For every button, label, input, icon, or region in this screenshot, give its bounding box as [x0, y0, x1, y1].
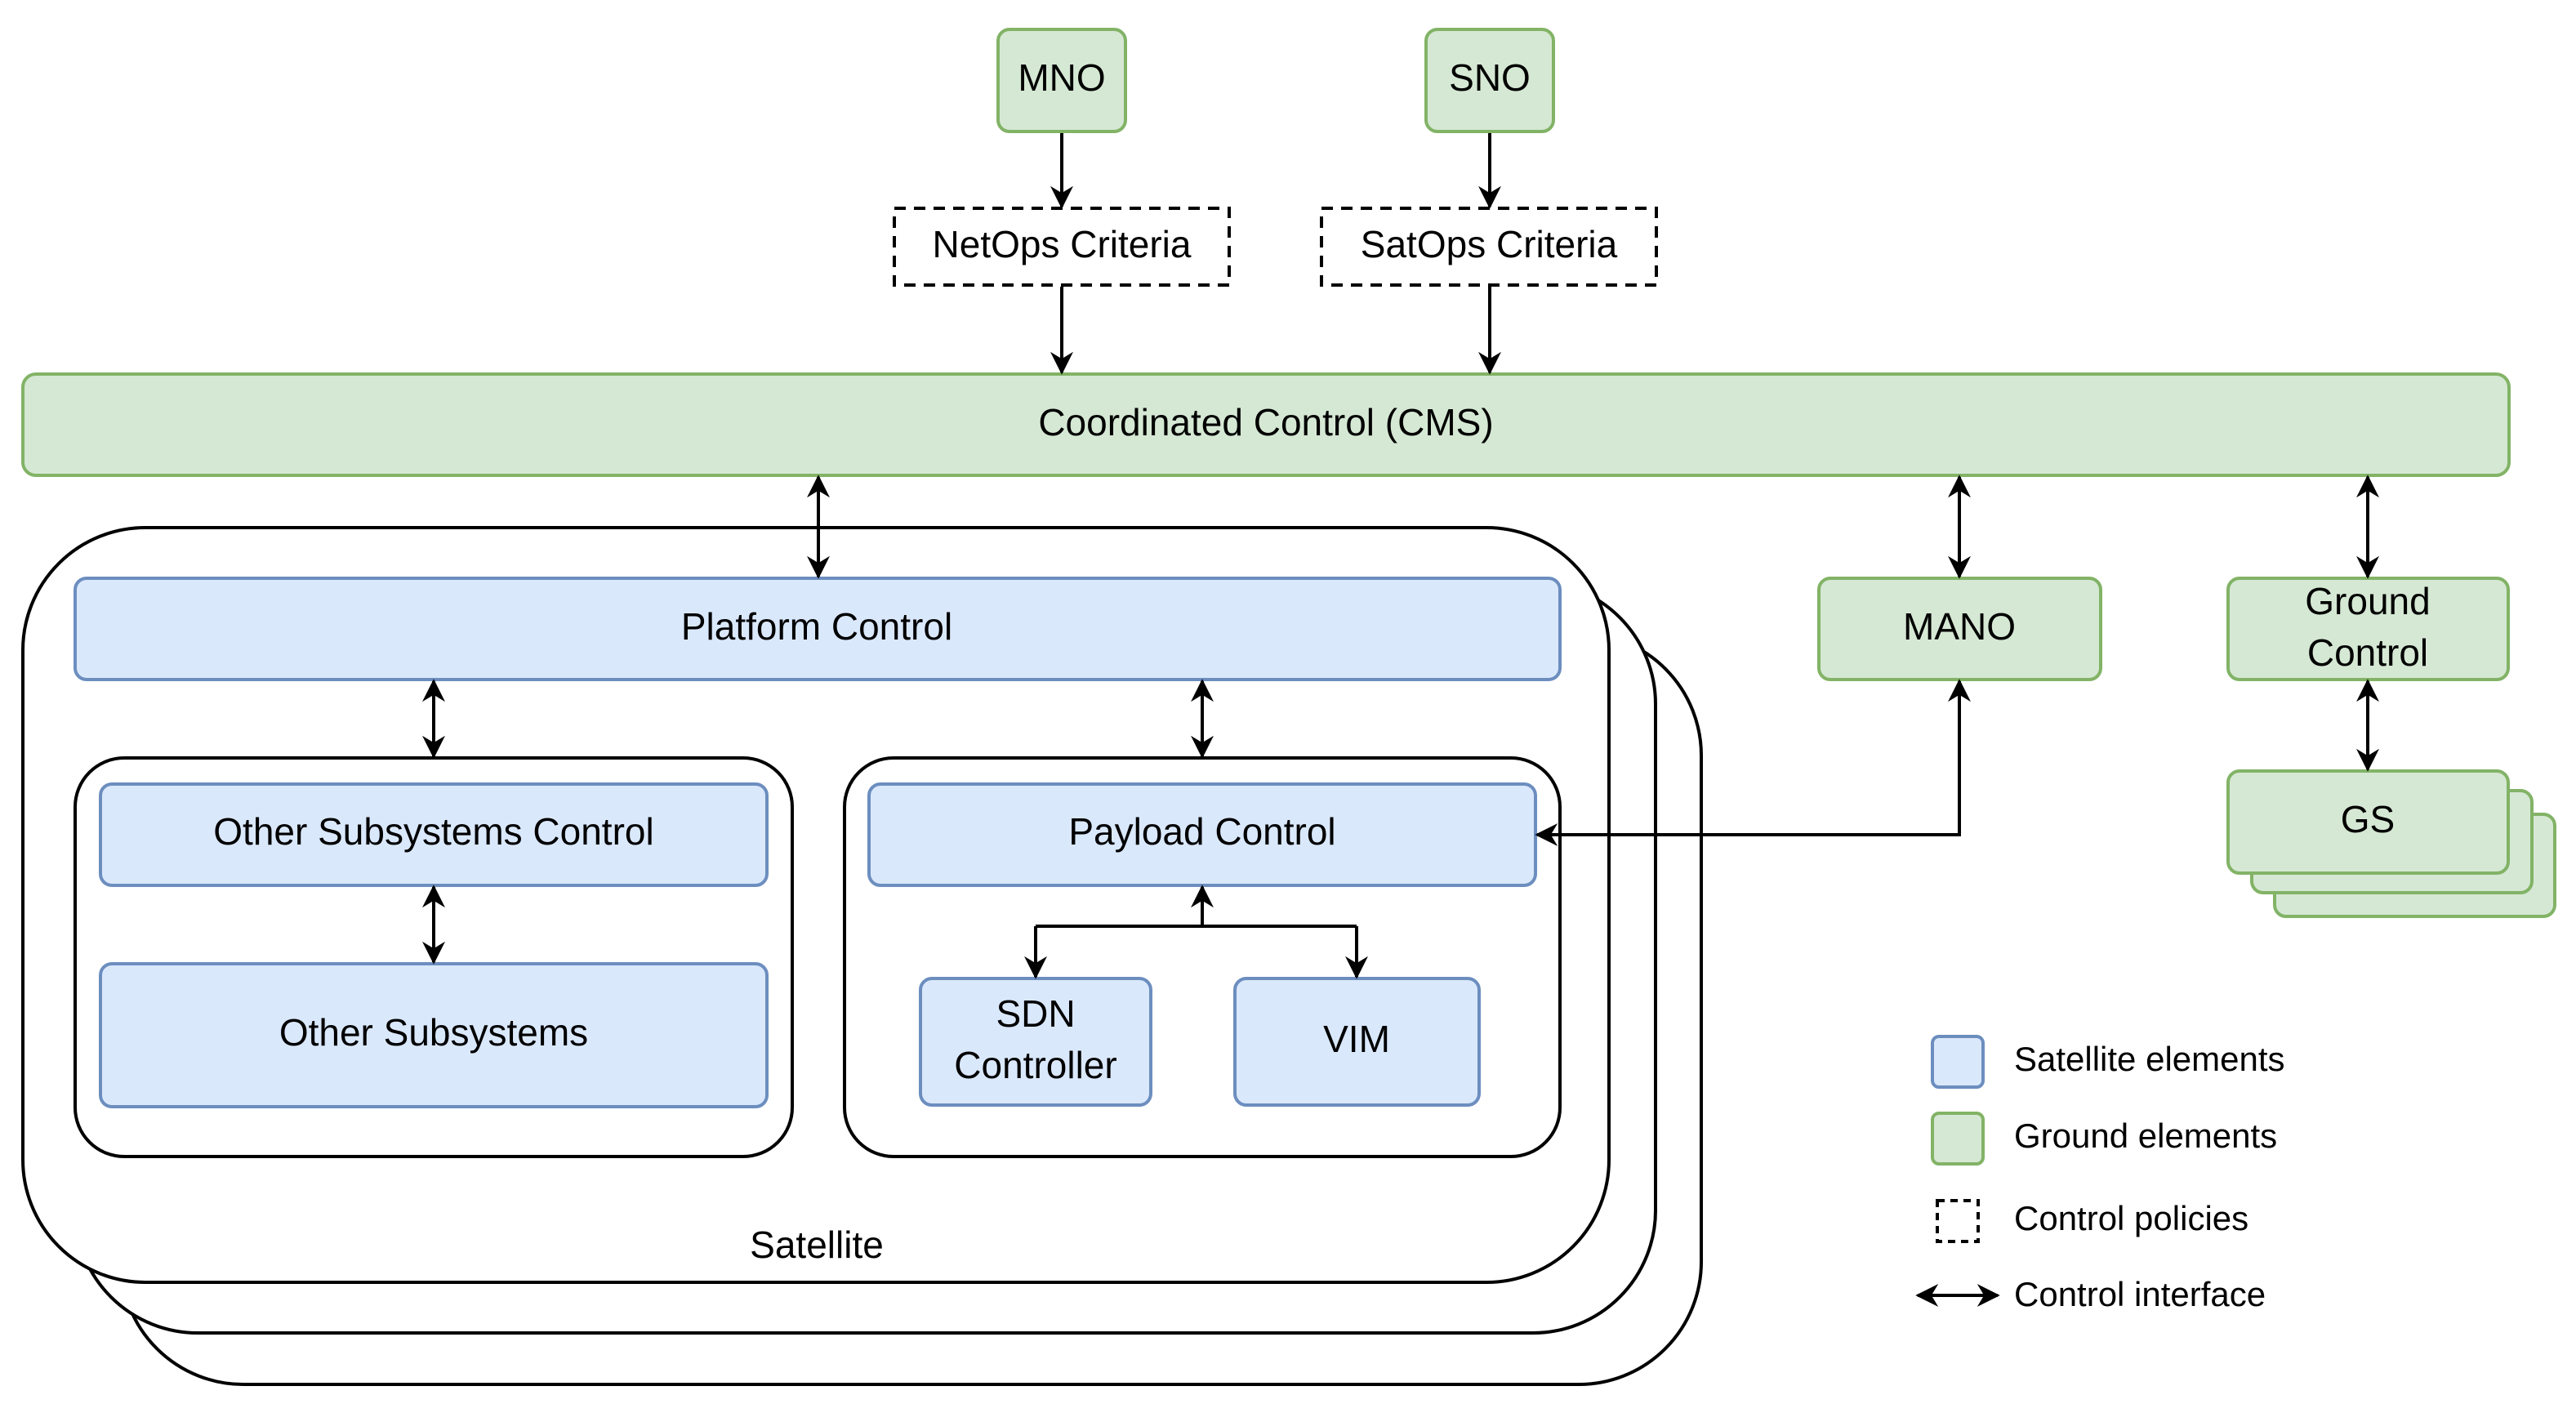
mano-label: MANO	[1903, 605, 2016, 648]
gs-label: GS	[2341, 798, 2395, 840]
satops-criteria-box	[1320, 207, 1658, 287]
legend-interface-label: Control interface	[2014, 1275, 2266, 1313]
netops-criteria-box	[893, 207, 1231, 287]
sno-box	[1424, 28, 1555, 133]
payload-control-label: Payload Control	[1068, 810, 1335, 853]
legend-satellite-label: Satellite elements	[2014, 1040, 2285, 1078]
legend-policy-label: Control policies	[2014, 1199, 2248, 1237]
ground-control-label-line1: Ground	[2305, 580, 2430, 622]
vim-label: VIM	[1323, 1018, 1390, 1060]
sdn-controller-label-line2: Controller	[954, 1044, 1116, 1086]
legend-policy-swatch	[1936, 1199, 1980, 1243]
mno-label: MNO	[1018, 56, 1105, 99]
mano-payload-interface	[1535, 679, 1971, 846]
legend: Satellite elements Ground elements Contr…	[1915, 1035, 2285, 1313]
mno-box	[996, 28, 1127, 133]
legend-ground-label: Ground elements	[2014, 1117, 2277, 1155]
satellite-label: Satellite	[750, 1223, 884, 1266]
cms-label: Coordinated Control (CMS)	[1038, 401, 1493, 443]
sno-label: SNO	[1449, 56, 1531, 99]
netops-criteria-label: NetOps Criteria	[933, 223, 1192, 265]
legend-ground-swatch	[1931, 1112, 1985, 1166]
other-subsystems-control-label: Other Subsystems Control	[213, 810, 653, 853]
legend-satellite-swatch	[1931, 1035, 1985, 1089]
sdn-controller-label-line1: SDN	[996, 992, 1075, 1035]
cms-bar	[21, 372, 2511, 477]
ground-control-label-line2: Control	[2307, 631, 2428, 674]
satops-criteria-label: SatOps Criteria	[1361, 223, 1618, 265]
platform-control-label: Platform Control	[681, 605, 952, 648]
other-subsystems-label: Other Subsystems	[279, 1011, 588, 1054]
